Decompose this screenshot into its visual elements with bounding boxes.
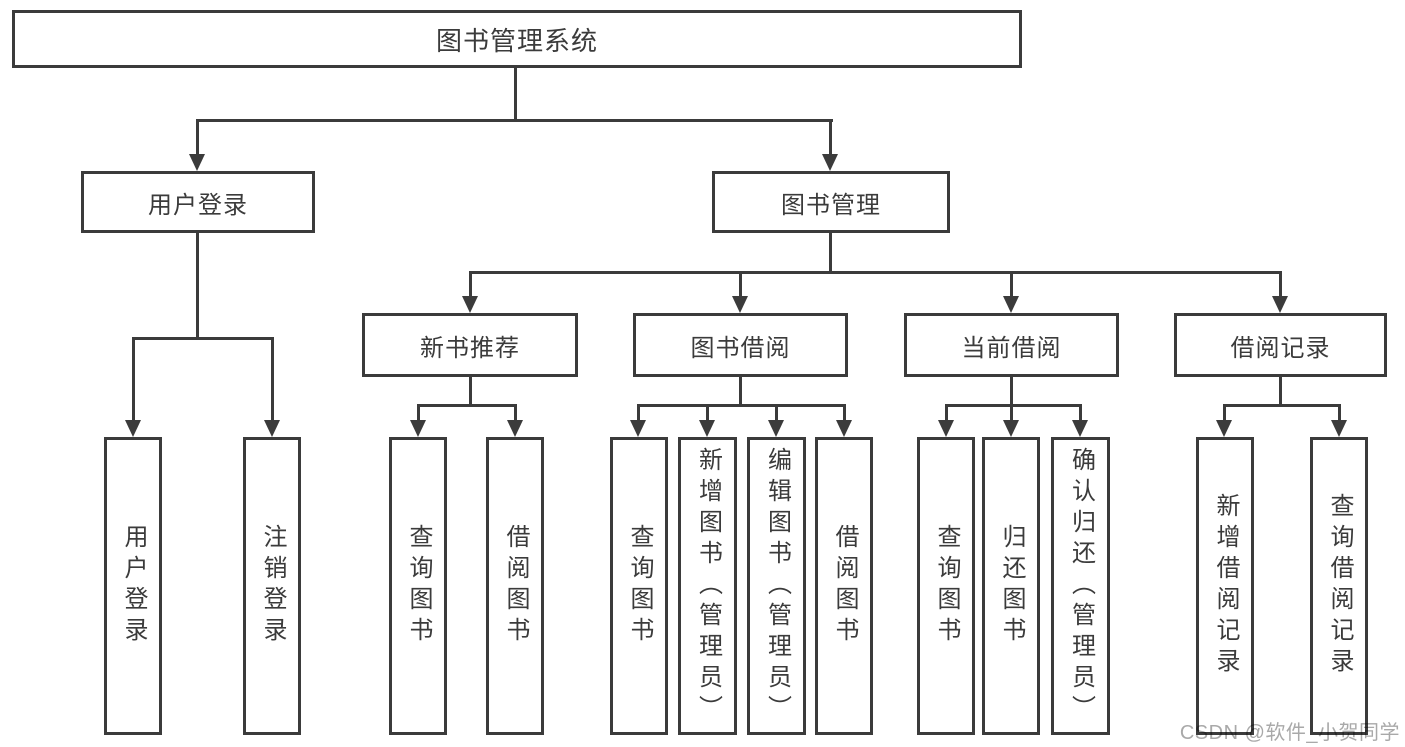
connector-leaf-bar <box>1223 404 1340 407</box>
connector-group-spine <box>739 377 742 406</box>
connector-drop-group <box>739 271 742 298</box>
node-root-label: 图书管理系统 <box>435 25 598 56</box>
arrow-down-icon <box>1272 296 1288 313</box>
connector-leaf-bar <box>637 404 845 407</box>
node-root: 图书管理系统 <box>12 10 1022 68</box>
node-user-login-branch: 用户登录 <box>81 171 315 233</box>
arrow-down-icon <box>938 420 954 437</box>
arrow-down-icon <box>189 154 205 171</box>
leaf-label: 查询图书 <box>405 524 432 648</box>
leaf-borrow-borrow-book: 借阅图书 <box>815 437 873 735</box>
connector-drop-leaf <box>706 404 709 422</box>
connector-drop-leaf <box>132 337 135 422</box>
node-book-borrow: 图书借阅 <box>633 313 848 377</box>
connector-leaf-bar <box>945 404 1081 407</box>
node-label: 图书管理 <box>781 191 881 219</box>
node-label: 图书借阅 <box>690 334 791 362</box>
connector-drop-leaf <box>271 337 274 422</box>
leaf-records-query-record: 查询借阅记录 <box>1310 437 1368 735</box>
connector-drop-group <box>1010 271 1013 298</box>
connector-drop-leaf <box>1010 404 1013 422</box>
arrow-down-icon <box>507 420 523 437</box>
arrow-down-icon <box>462 296 478 313</box>
connector-drop-group <box>469 271 472 298</box>
leaf-current-confirm-return-admin: 确认归还（管理员） <box>1051 437 1110 735</box>
connector-drop-user-login <box>196 119 199 156</box>
leaf-label: 查询借阅记录 <box>1326 493 1353 679</box>
connector-drop-leaf <box>1223 404 1226 422</box>
connector-drop-leaf <box>417 404 420 422</box>
leaf-label: 确认归还（管理员） <box>1067 446 1095 726</box>
arrow-down-icon <box>410 420 426 437</box>
leaf-label: 借阅图书 <box>831 524 858 648</box>
arrow-down-icon <box>125 420 141 437</box>
arrow-down-icon <box>630 420 646 437</box>
leaf-borrow-query-book: 查询图书 <box>610 437 668 735</box>
node-current-borrow: 当前借阅 <box>904 313 1119 377</box>
arrow-down-icon <box>1072 420 1088 437</box>
connector-login-spine <box>196 233 199 339</box>
connector-drop-group <box>1279 271 1282 298</box>
node-label: 用户登录 <box>148 191 248 219</box>
arrow-down-icon <box>822 154 838 171</box>
leaf-recommend-query-book: 查询图书 <box>389 437 447 735</box>
connector-level3-bar <box>469 271 1281 274</box>
connector-group-spine <box>1279 377 1282 406</box>
csdn-watermark: CSDN @软件_小贺同学 <box>1179 722 1400 744</box>
node-borrow-records: 借阅记录 <box>1174 313 1387 377</box>
leaf-label: 新增借阅记录 <box>1212 493 1239 679</box>
leaf-user-login: 用户登录 <box>104 437 162 735</box>
connector-root-trunk <box>514 68 517 122</box>
connector-drop-leaf <box>637 404 640 422</box>
connector-drop-leaf <box>775 404 778 422</box>
arrow-down-icon <box>732 296 748 313</box>
node-label: 新书推荐 <box>420 334 520 362</box>
leaf-label: 查询图书 <box>626 524 653 648</box>
connector-group-spine <box>469 377 472 406</box>
connector-drop-leaf <box>843 404 846 422</box>
leaf-borrow-edit-book-admin: 编辑图书（管理员） <box>747 437 806 735</box>
leaf-label: 编辑图书（管理员） <box>763 446 791 726</box>
node-label: 当前借阅 <box>961 334 1062 362</box>
arrow-down-icon <box>768 420 784 437</box>
node-label: 借阅记录 <box>1230 334 1331 362</box>
leaf-current-return-book: 归还图书 <box>982 437 1040 735</box>
arrow-down-icon <box>1003 420 1019 437</box>
connector-drop-leaf <box>1079 404 1082 422</box>
connector-drop-leaf <box>945 404 948 422</box>
arrow-down-icon <box>264 420 280 437</box>
leaf-logout: 注销登录 <box>243 437 301 735</box>
arrow-down-icon <box>1003 296 1019 313</box>
connector-mgmt-spine <box>829 233 832 273</box>
node-new-book-recommend: 新书推荐 <box>362 313 578 377</box>
arrow-down-icon <box>1216 420 1232 437</box>
leaf-borrow-add-book-admin: 新增图书（管理员） <box>678 437 737 735</box>
connector-group-spine <box>1010 377 1013 406</box>
leaf-label: 查询图书 <box>933 524 960 648</box>
arrow-down-icon <box>699 420 715 437</box>
leaf-label: 归还图书 <box>998 524 1025 648</box>
connector-leaf-bar <box>417 404 516 407</box>
leaf-label: 新增图书（管理员） <box>694 446 722 726</box>
connector-level2-bar <box>196 119 833 122</box>
leaf-records-add-record: 新增借阅记录 <box>1196 437 1254 735</box>
leaf-label: 用户登录 <box>120 524 147 648</box>
leaf-recommend-borrow-book: 借阅图书 <box>486 437 544 735</box>
leaf-current-query-book: 查询图书 <box>917 437 975 735</box>
node-book-mgmt-branch: 图书管理 <box>712 171 950 233</box>
arrow-down-icon <box>1331 420 1347 437</box>
leaf-label: 借阅图书 <box>502 524 529 648</box>
leaf-label: 注销登录 <box>259 524 286 648</box>
connector-drop-book-mgmt <box>829 119 832 156</box>
connector-login-bar <box>132 337 273 340</box>
connector-drop-leaf <box>514 404 517 422</box>
connector-drop-leaf <box>1338 404 1341 422</box>
arrow-down-icon <box>836 420 852 437</box>
